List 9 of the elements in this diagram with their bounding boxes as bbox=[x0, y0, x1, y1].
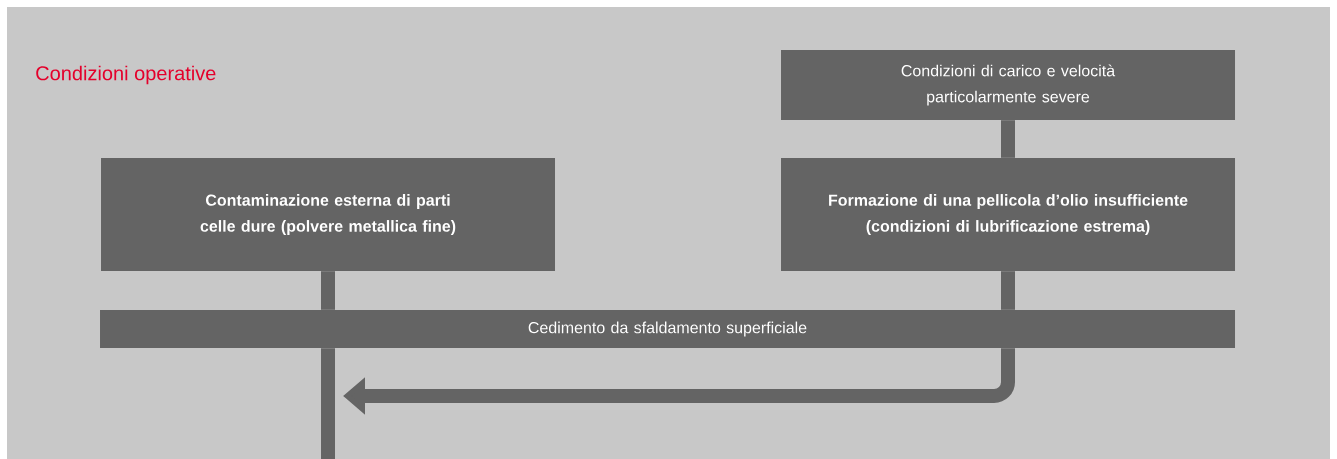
process-box: Contaminazione esterna di parti celle dure (polvere metallica fine) bbox=[101, 158, 555, 271]
connector-line bbox=[321, 348, 335, 459]
connector-line bbox=[1001, 120, 1015, 158]
heading: Condizioni operative bbox=[36, 65, 216, 85]
process-box: Formazione di una pellicola d’olio insufficiente (condizioni di lubrificazione estrema) bbox=[781, 158, 1235, 271]
connector-line bbox=[1001, 271, 1015, 310]
result-band: Cedimento da sfaldamento superficiale bbox=[100, 310, 1235, 348]
connector-line bbox=[321, 271, 335, 310]
process-box: Condizioni di carico e velocità particolarmente severe bbox=[781, 50, 1235, 120]
